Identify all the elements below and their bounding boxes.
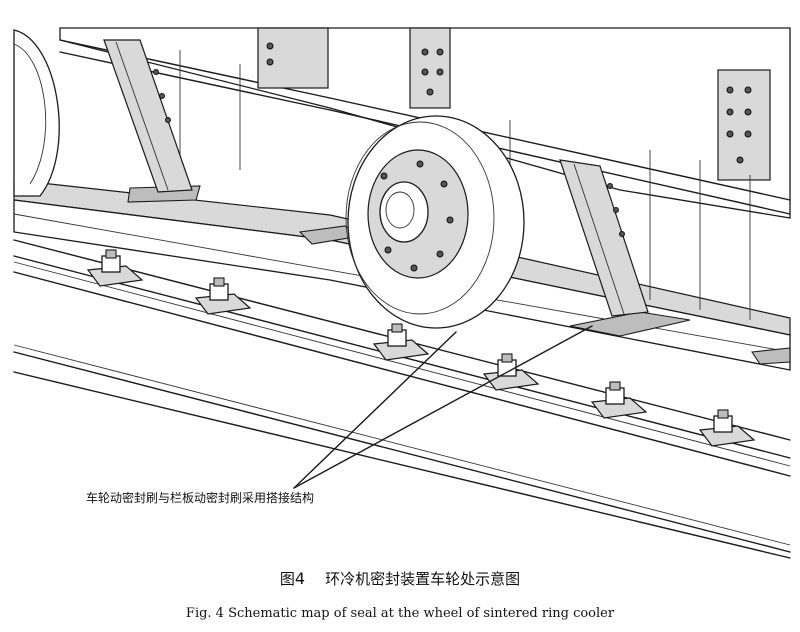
drawing-seal-wheel xyxy=(13,27,791,559)
figure-number: 图4 xyxy=(279,569,306,588)
bolt xyxy=(194,277,252,315)
figure-number-digit: 4 xyxy=(294,569,306,588)
rail-bolts xyxy=(86,249,756,447)
figure-caption-en: Fig. 4 Schematic map of seal at the whee… xyxy=(185,606,615,621)
figure-prefix: 图 xyxy=(279,570,295,588)
bolt xyxy=(590,381,648,419)
callout-leaders xyxy=(293,325,593,489)
callout-label: 车轮动密封刷与栏板动密封刷采用搭接结构 xyxy=(86,491,315,505)
left-wheel xyxy=(13,29,60,197)
rail-track xyxy=(13,239,791,559)
wheel xyxy=(345,115,525,329)
bolt xyxy=(86,249,144,287)
bolt xyxy=(372,323,430,361)
figure-caption-cn: 图4 环冷机密封装置车轮处示意图 xyxy=(0,568,800,589)
figure-title-cn: 环冷机密封装置车轮处示意图 xyxy=(325,570,521,588)
brackets xyxy=(103,39,649,317)
bolt xyxy=(698,409,756,447)
